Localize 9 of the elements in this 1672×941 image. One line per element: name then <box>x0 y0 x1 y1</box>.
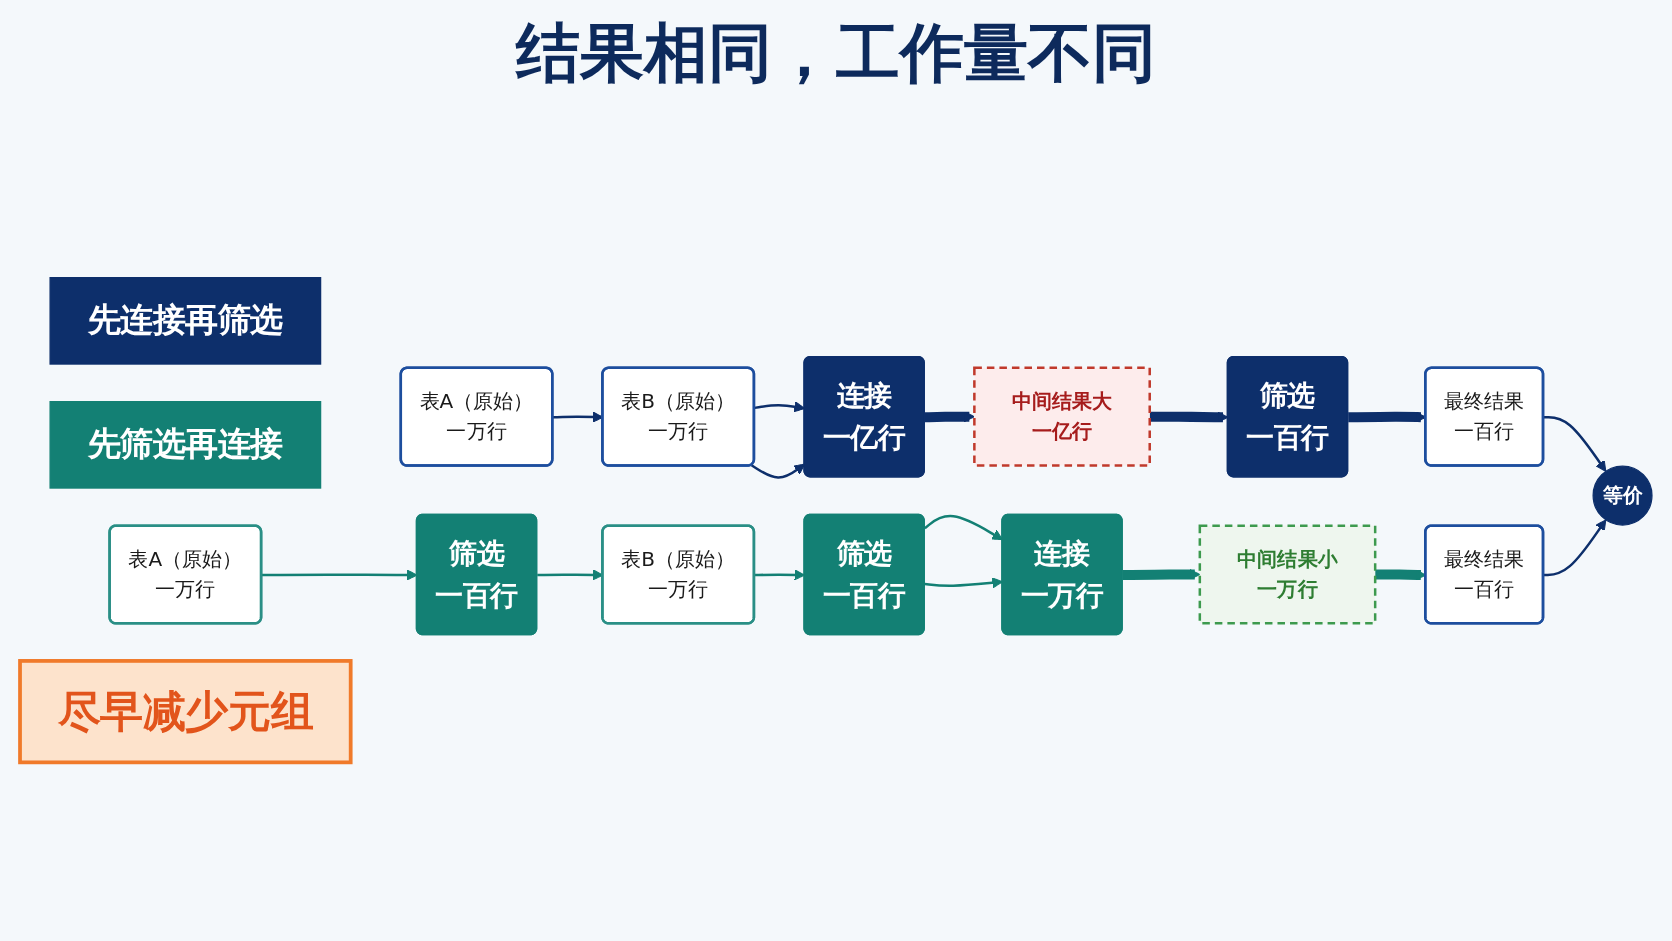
node-box: 中间结果小 一万行 <box>1198 524 1377 625</box>
node-circle: 等价 <box>1592 465 1653 526</box>
node-box: 先筛选再连接 <box>49 401 322 489</box>
node-box: 中间结果大 一亿行 <box>973 366 1151 467</box>
node-box: 先连接再筛选 <box>49 277 322 365</box>
arrow <box>1543 519 1607 577</box>
arrow <box>1543 415 1607 472</box>
node-box: 尽早减少元组 <box>18 659 353 765</box>
title: 结果相同，工作量不同 <box>514 15 1157 92</box>
